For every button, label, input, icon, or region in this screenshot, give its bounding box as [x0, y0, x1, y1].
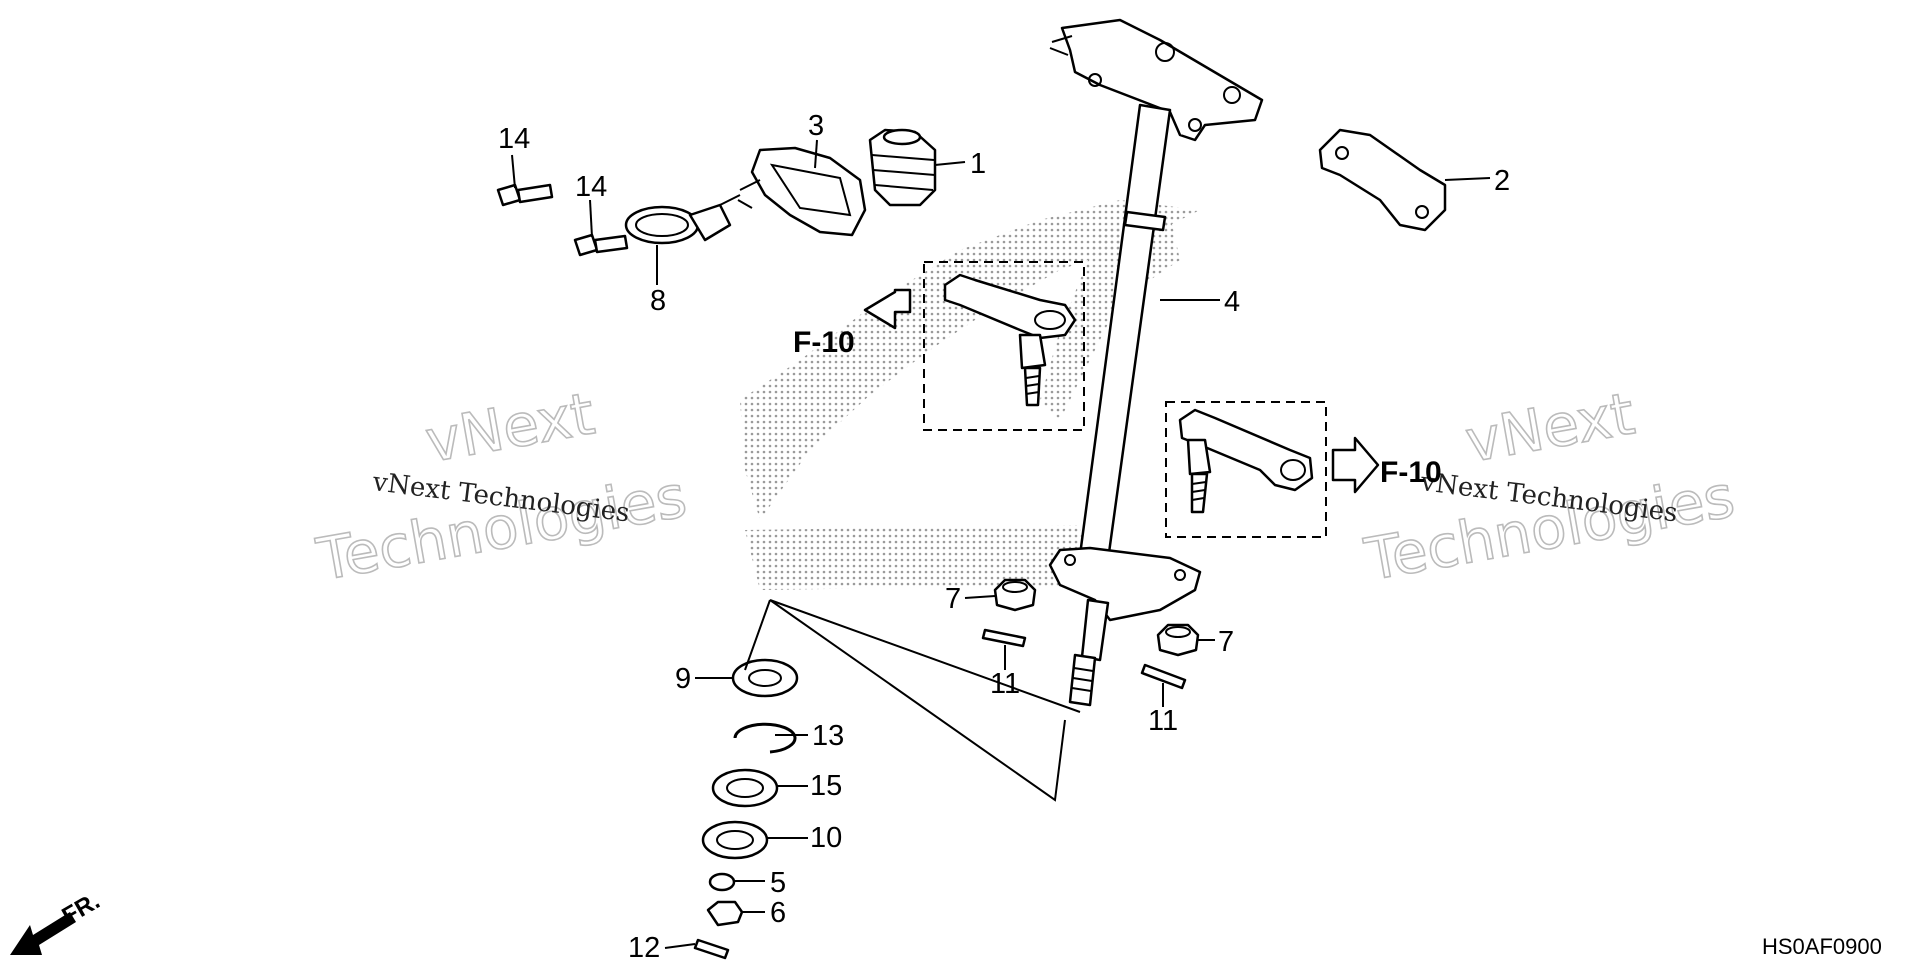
part-label-7-left: 7 — [945, 583, 961, 615]
clamp — [737, 146, 867, 237]
part-label-15: 15 — [810, 770, 842, 802]
svg-text:vNext: vNext — [1461, 379, 1640, 475]
part-label-14-lower: 14 — [575, 171, 607, 203]
reference-arrow-right: F-10 — [1331, 436, 1442, 494]
callout-bracket — [744, 599, 1081, 802]
part-label-2: 2 — [1494, 165, 1510, 197]
part-label-7-right: 7 — [1218, 626, 1234, 658]
nut-right — [1156, 623, 1200, 657]
flange-bolt-upper — [496, 183, 554, 207]
part-label-6: 6 — [770, 897, 786, 929]
cotter-pin-right — [1140, 663, 1187, 690]
part-label-11-right: 11 — [1148, 705, 1178, 737]
part-label-1: 1 — [970, 148, 986, 180]
leader-lines — [511, 139, 1491, 949]
steering-shaft — [1048, 18, 1264, 707]
flange-bolt-lower — [573, 233, 629, 257]
part-label-4: 4 — [1224, 286, 1240, 318]
svg-text:vNext: vNext — [421, 379, 600, 475]
reference-arrow-left: F-10 — [793, 288, 912, 359]
part-label-14-upper: 14 — [498, 123, 530, 155]
part-label-13: 13 — [812, 720, 844, 752]
cotter-pin-bottom — [693, 938, 730, 960]
ref-label-right: F-10 — [1380, 456, 1442, 489]
shaft-cover — [1318, 128, 1447, 232]
oil-seal — [731, 658, 799, 698]
tie-rod-end-right — [1165, 401, 1327, 538]
part-label-5: 5 — [770, 867, 786, 899]
part-label-10: 10 — [810, 822, 842, 854]
watermark-left: vNext Technologies vNext Technologies — [311, 379, 692, 595]
circlip — [733, 722, 797, 754]
diagram-code: HS0AF0900 — [1762, 934, 1882, 959]
part-label-11-left: 11 — [990, 668, 1020, 700]
front-direction-arrow: FR. — [10, 887, 104, 955]
lower-nut — [706, 900, 744, 927]
part-label-9: 9 — [675, 663, 691, 695]
part-labels: 1 2 3 4 5 6 7 7 8 9 10 11 11 12 13 14 14… — [498, 110, 1510, 960]
part-label-12: 12 — [628, 932, 660, 960]
part-label-8: 8 — [650, 285, 666, 317]
collar — [708, 872, 736, 892]
dust-boot — [868, 128, 937, 207]
cotter-pin-left — [981, 628, 1027, 648]
ref-label-left: F-10 — [793, 326, 855, 359]
nut-left — [993, 578, 1037, 612]
ball-bearing-lower — [701, 820, 769, 860]
band-clamp — [624, 194, 741, 245]
ball-bearing-upper — [711, 768, 779, 808]
tie-rod-end-left — [923, 261, 1085, 431]
part-label-3: 3 — [808, 110, 824, 142]
